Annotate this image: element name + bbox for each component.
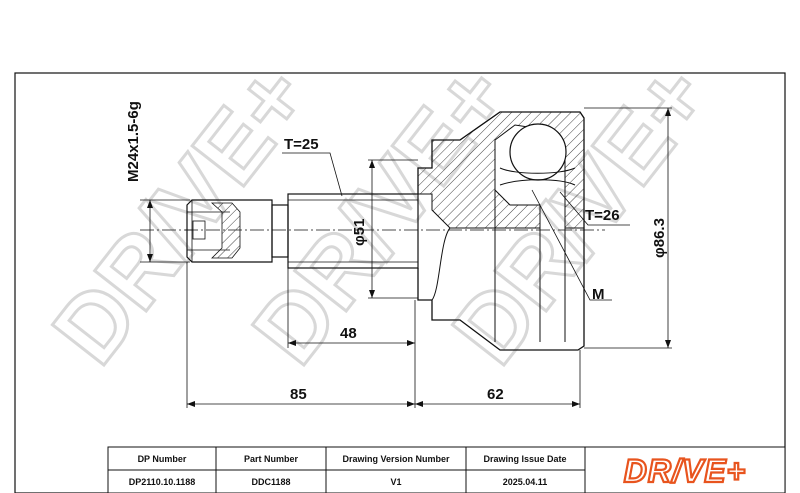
- drawing-frame: [14, 72, 786, 493]
- header-version: Drawing Version Number: [342, 454, 450, 464]
- outer-diameter-label: φ86.3: [651, 218, 668, 258]
- housing-teeth-label: T=26: [585, 207, 620, 224]
- value-part-number: DDC1188: [251, 477, 290, 487]
- total-left-length-label: 85: [290, 386, 307, 403]
- value-issue-date: 2025.04.11: [503, 477, 548, 487]
- housing-lower: [431, 190, 566, 342]
- header-dp-number: DP Number: [138, 454, 187, 464]
- inner-race: [499, 179, 576, 186]
- watermark-group: DR/VE+ DR/VE+ DR/VE+: [32, 44, 731, 385]
- title-block: [107, 446, 786, 493]
- bearing-ball: [509, 123, 567, 181]
- arrow-heads: [147, 108, 671, 407]
- dimension-lines: [140, 107, 672, 408]
- shaft-diameter-label: φ51: [351, 219, 368, 246]
- shaft-length-label: 48: [340, 325, 357, 342]
- marker-label: M: [592, 286, 605, 303]
- header-issue-date: Drawing Issue Date: [483, 454, 566, 464]
- ball-cage: [499, 167, 576, 174]
- splined-shaft: [271, 193, 419, 269]
- value-version: V1: [390, 477, 401, 487]
- brand-logo: DR/VE+: [624, 453, 746, 489]
- shaft-teeth-label: T=25: [284, 136, 319, 153]
- header-part-number: Part Number: [244, 454, 299, 464]
- value-dp-number: DP2110.10.1188: [129, 477, 196, 487]
- housing-length-label: 62: [487, 386, 504, 403]
- tip-hatch: [210, 202, 241, 259]
- thread-label: M24x1.5-6g: [125, 101, 142, 182]
